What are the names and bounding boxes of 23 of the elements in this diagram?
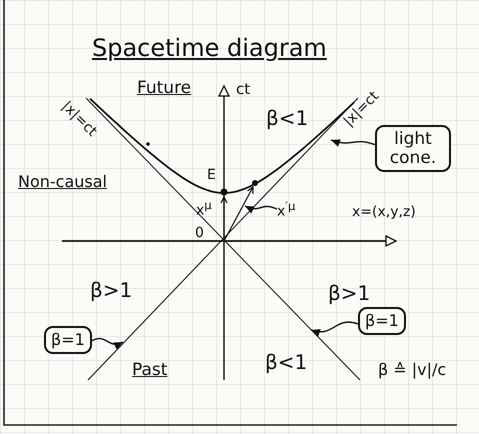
callout-box: β=1 [44,326,92,354]
vector-label: x$^{μ}$ [196,200,212,218]
region-label: Past [132,362,168,379]
leader-line [310,321,358,336]
leader-line [244,205,278,214]
region-label: β>1 [328,283,370,303]
leader-line [330,138,376,147]
definition-label: β ≙ |v|/c [378,362,446,378]
leader-line [92,338,124,350]
diagram-title: Spacetime diagram [92,36,327,60]
axis-label: ct [236,82,250,97]
point-label: E [207,168,216,182]
vector-arrow [223,186,254,242]
callout-box: light cone. [375,125,451,172]
region-label: β>1 [90,280,132,300]
callout-box: β=1 [358,307,406,335]
axis-label: x=(x,y,z) [352,205,416,219]
region-label: β<1 [265,352,308,372]
region-label: β<1 [266,108,308,128]
region-label: Non-causal [18,174,107,190]
region-label: Future [137,80,192,97]
vector-label: x$^{′μ}$ [277,200,296,220]
origin-label: 0 [195,226,204,240]
